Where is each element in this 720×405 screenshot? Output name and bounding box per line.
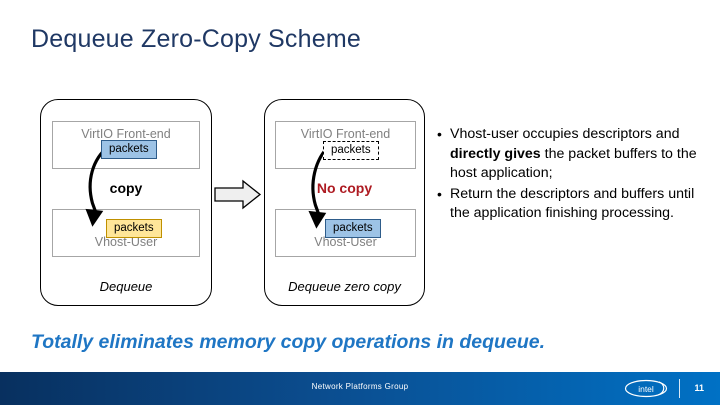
intel-logo-icon: intel: [624, 379, 668, 398]
vhost-user-label-left: Vhost-User: [94, 235, 158, 249]
virtio-frontend-label-right: VirtIO Front-end: [300, 127, 391, 141]
bullet-1-bold: directly gives: [450, 145, 541, 162]
packets-chip-virtio-right: packets: [323, 141, 379, 160]
bullet-1-before: Vhost-user occupies descriptors and: [450, 126, 680, 142]
diagram-panel-dequeue-zero-copy: VirtIO Front-end Vhost-User packets No c…: [264, 99, 425, 306]
footer-bar: Network Platforms Group intel 11: [0, 372, 720, 405]
virtio-frontend-layer-left: VirtIO Front-end: [52, 121, 200, 169]
page-title: Dequeue Zero-Copy Scheme: [31, 25, 361, 53]
packets-chip-vhost-left: packets: [106, 219, 162, 238]
bullet-1-after: the packet buffers to the host applicati…: [450, 145, 697, 182]
dequeue-caption: Dequeue: [99, 279, 153, 294]
vhost-user-label-right: Vhost-User: [314, 235, 377, 249]
block-arrow-right-icon: [214, 179, 262, 210]
bullet-dot-icon: •: [437, 185, 442, 202]
conclusion-text: Totally eliminates memory copy operation…: [31, 331, 545, 353]
bullet-text-2: Return the descriptors and buffers until…: [450, 185, 695, 222]
no-copy-label: No copy: [316, 180, 373, 196]
diagram-panel-dequeue: VirtIO Front-end Vhost-User packets copy…: [40, 99, 212, 306]
bullet-list: • Vhost-user occupies descriptors and di…: [437, 125, 715, 225]
copy-label: copy: [109, 180, 143, 196]
packets-chip-virtio-left: packets: [101, 140, 157, 159]
vhost-user-layer-left: Vhost-User: [52, 209, 200, 257]
packets-chip-vhost-right: packets: [325, 219, 381, 238]
bullet-text-1: Vhost-user occupies descriptors and dire…: [450, 125, 715, 184]
footer-group-label: Network Platforms Group: [311, 382, 409, 391]
list-item: • Return the descriptors and buffers unt…: [437, 185, 715, 224]
footer-divider: [679, 379, 680, 398]
page-number: 11: [694, 383, 704, 393]
virtio-frontend-label-left: VirtIO Front-end: [81, 127, 171, 141]
list-item: • Vhost-user occupies descriptors and di…: [437, 125, 715, 184]
dequeue-zero-copy-caption: Dequeue zero copy: [288, 279, 401, 294]
bullet-dot-icon: •: [437, 126, 442, 142]
svg-text:intel: intel: [638, 384, 654, 394]
